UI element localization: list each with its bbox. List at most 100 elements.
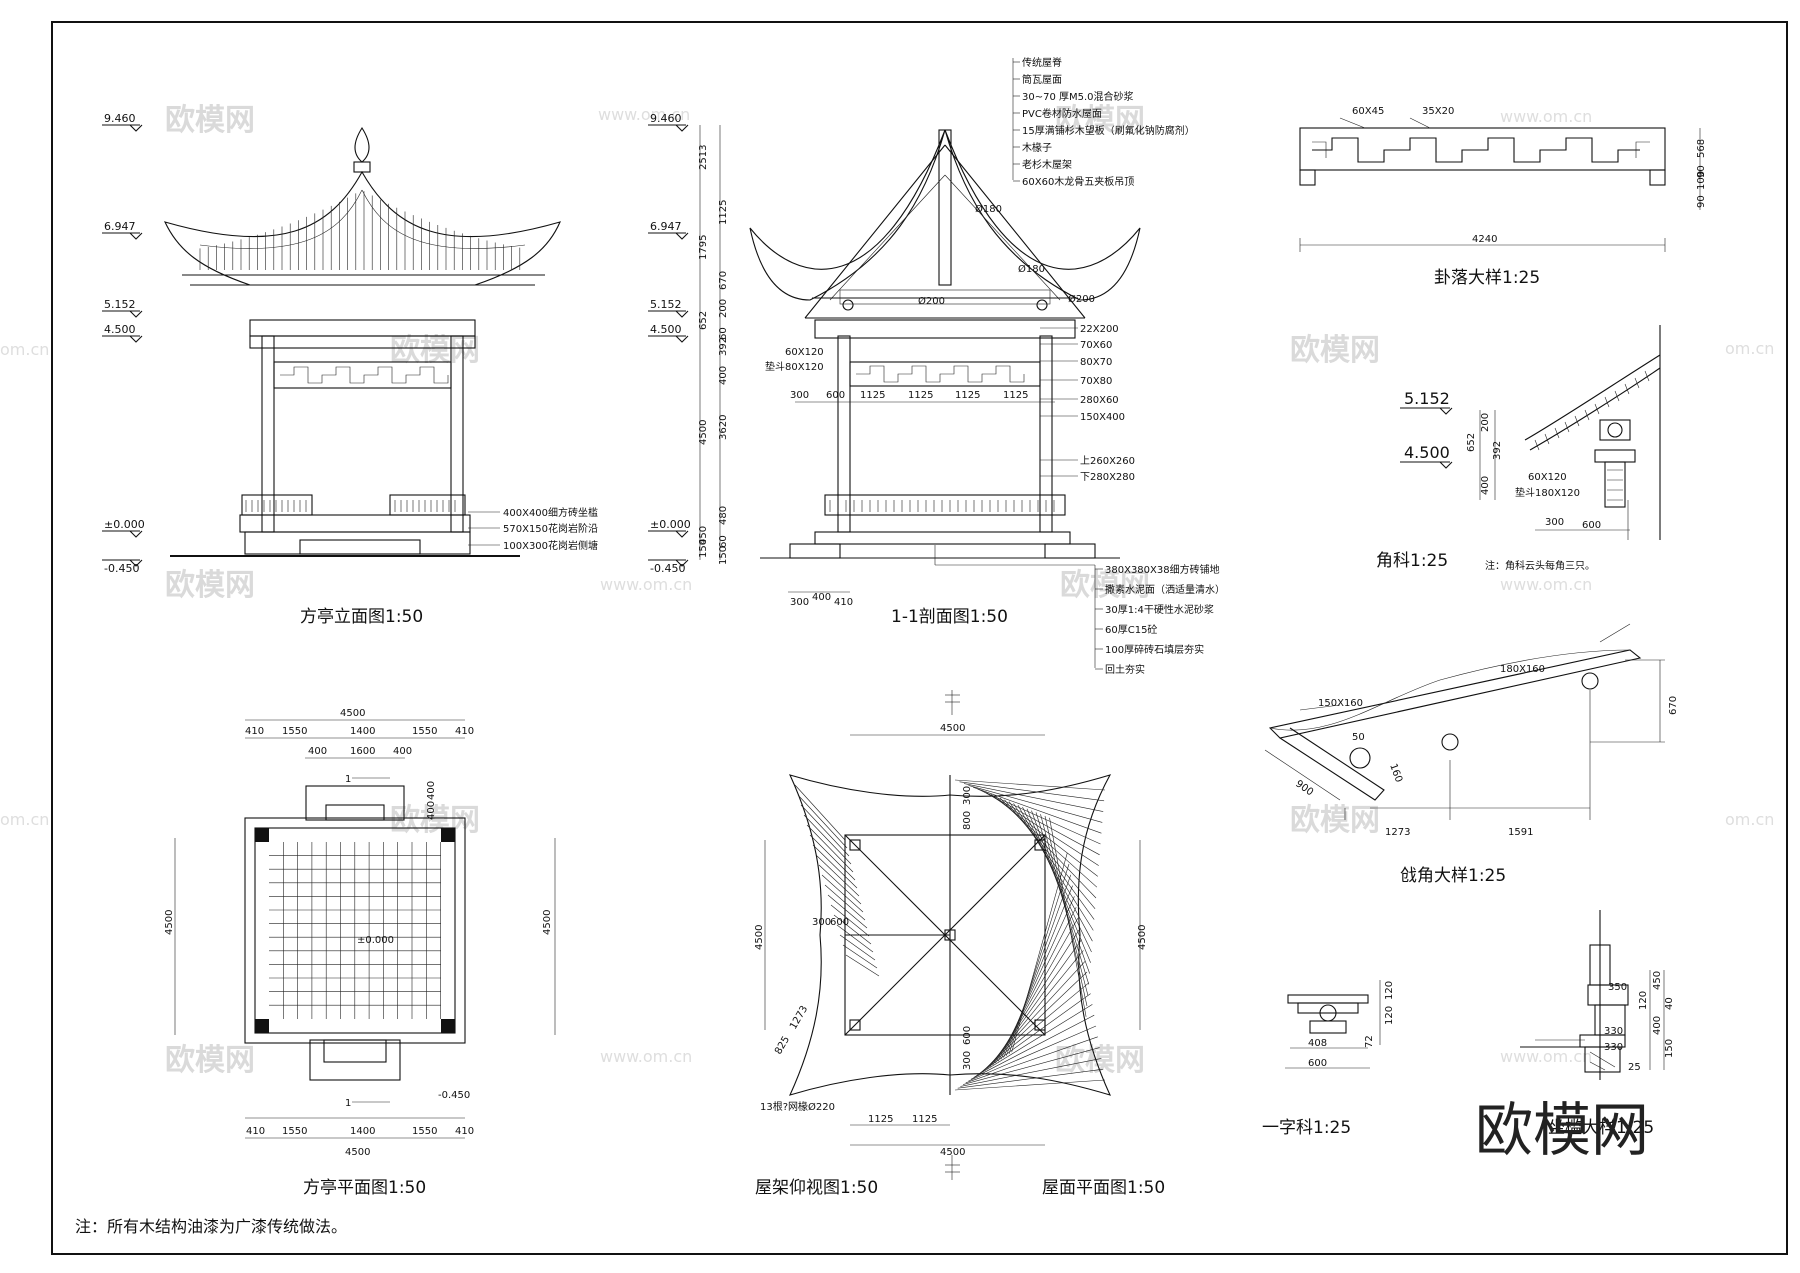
frame-dim: 1273 xyxy=(788,1004,810,1032)
sec-dim-h: 1125 xyxy=(1003,390,1028,401)
watermark-url: www.om.cn xyxy=(1500,575,1592,594)
qiangjiao-dim: 50 xyxy=(1352,732,1365,743)
caption-section: 1-1剖面图1:50 xyxy=(891,607,1008,627)
floor-layer-note: 撒素水泥面（洒适量清水） xyxy=(1105,583,1225,596)
floor-layer-note: 60厚C15砼 xyxy=(1105,623,1157,636)
level-minus-450: -0.450 xyxy=(104,562,139,575)
level-4500: 4.500 xyxy=(104,323,136,336)
pavilion-section: 9.460 6.947 5.152 4.500 ±0.000 -0.450 25… xyxy=(648,56,1225,676)
section-dim-v: 392 xyxy=(718,337,729,356)
plan-level-outer: -0.450 xyxy=(438,1090,470,1101)
frame-dim: 300 xyxy=(812,917,831,928)
watermark-url: www.om.cn xyxy=(600,1047,692,1066)
level-9460: 9.460 xyxy=(650,112,682,125)
level-0: ±0.000 xyxy=(650,518,691,531)
member-label: 70X60 xyxy=(1080,340,1112,351)
gualuo-dim: 90 xyxy=(1696,165,1707,178)
member-label: 垫斗80X120 xyxy=(765,360,824,373)
member-label: 22X200 xyxy=(1080,324,1119,335)
level-9460: 9.460 xyxy=(104,112,136,125)
watermark-url: www.om.cn xyxy=(600,575,692,594)
jiaoke-dim: 652 xyxy=(1466,433,1477,452)
yizike-dim: 120 xyxy=(1384,1006,1395,1025)
zuojian-dim: 40 xyxy=(1664,997,1675,1010)
plan-dim: 1550 xyxy=(282,726,307,737)
zuojian-dim: 25 xyxy=(1628,1062,1641,1073)
plan-dim: 4500 xyxy=(340,708,365,719)
frame-dim: 1125 xyxy=(912,1114,937,1125)
zuojian-dim: 450 xyxy=(1652,971,1663,990)
caption-plan: 方亭平面图1:50 xyxy=(303,1178,426,1198)
yizike-dim: 72 xyxy=(1364,1035,1375,1048)
gualuo-dim: 90 xyxy=(1696,195,1707,208)
section-dim-v: 670 xyxy=(718,271,729,290)
gualuo-dim: 100 xyxy=(1696,171,1707,190)
note-seat: 400X400细方砖坐槛 xyxy=(503,506,598,519)
plan-dim: 410 xyxy=(455,1126,474,1137)
level-6947: 6.947 xyxy=(650,220,682,233)
plan-dim: 4500 xyxy=(164,910,175,935)
caption-jiaoke: 角科1:25 xyxy=(1376,551,1448,571)
floor-layer-note: 回土夯实 xyxy=(1105,663,1145,676)
plan-dim: 4500 xyxy=(345,1147,370,1158)
watermark-url: www.om.cn xyxy=(1500,107,1592,126)
section-dim-v: 150 xyxy=(698,539,709,558)
qiangjiao-dim: 1591 xyxy=(1508,827,1533,838)
qiangjiao-dim: 180X160 xyxy=(1500,664,1545,675)
member-label: 70X80 xyxy=(1080,376,1112,387)
member-label: 上260X260 xyxy=(1080,455,1135,467)
watermark-text: 欧模网 xyxy=(1060,568,1150,603)
zuojian-dim: 330 xyxy=(1604,1026,1623,1037)
frame-dim: 300 xyxy=(962,1051,973,1070)
plan-dim: 410 xyxy=(246,1126,265,1137)
roof-layer-note: 60X60木龙骨五夹板吊顶 xyxy=(1022,175,1134,188)
round-member: Ø180 xyxy=(975,203,1002,215)
roof-layer-note: 木椽子 xyxy=(1022,141,1052,154)
watermark-url: www.om.cn xyxy=(598,105,690,124)
roof-layer-note: 老杉木屋架 xyxy=(1022,158,1072,171)
sec-foot-dim: 410 xyxy=(834,597,853,608)
section-mark: 1 xyxy=(345,1098,351,1109)
watermark-text: 欧模网 xyxy=(165,103,255,138)
plan-dim: 1550 xyxy=(412,1126,437,1137)
jiaoke-dim: 600 xyxy=(1582,520,1601,531)
plan-dim: 1400 xyxy=(350,1126,375,1137)
plan-dim: 400 xyxy=(426,781,437,800)
level-6947: 6.947 xyxy=(104,220,136,233)
sec-foot-dim: 300 xyxy=(790,597,809,608)
jiaoke-dim: 392 xyxy=(1492,441,1503,460)
roof-outline xyxy=(163,170,561,286)
plan-dim: 400 xyxy=(426,801,437,820)
zuojian-dim: 150 xyxy=(1664,1039,1675,1058)
gualuo-dim: 4240 xyxy=(1472,234,1497,245)
round-member: Ø200 xyxy=(918,295,945,307)
watermarks: 欧模网 www.om.cn 欧模网 www.om.cn om.cn 欧模网 欧模… xyxy=(0,103,1774,1078)
sec-foot-dim: 400 xyxy=(812,592,831,603)
plan-dim: 400 xyxy=(308,746,327,757)
sec-dim-h: 1125 xyxy=(955,390,980,401)
level-4500: 4.500 xyxy=(650,323,682,336)
member-label: 280X60 xyxy=(1080,395,1119,406)
qiangjiao-detail: 180X160 150X160 670 900 1273 1591 50 160… xyxy=(1264,623,1679,886)
member-label: 下280X280 xyxy=(1080,472,1135,483)
frame-dim: 800 xyxy=(962,811,973,830)
floor-layer-note: 30厚1:4干硬性水泥砂浆 xyxy=(1105,603,1214,616)
caption-gualuo: 卦落大样1:25 xyxy=(1434,268,1540,288)
level-5152: 5.152 xyxy=(650,298,682,311)
pavilion-elevation: 9.460 6.947 5.152 4.500 ±0.000 -0.450 xyxy=(102,112,598,627)
jiaoke-detail: 5.152 4.500 200 652 392 400 60X120 垫斗180… xyxy=(1376,325,1661,572)
level-minus-450: -0.450 xyxy=(650,562,685,575)
section-mark: 1 xyxy=(345,774,351,785)
plan-dim: 1400 xyxy=(350,726,375,737)
pavilion-plan: 4500 410 1550 1400 1550 410 400 1600 400… xyxy=(164,708,556,1198)
sheet-border xyxy=(51,21,1788,1255)
section-dim-v: 200 xyxy=(718,299,729,318)
level-5152: 5.152 xyxy=(1404,389,1450,408)
level-4500: 4.500 xyxy=(1404,443,1450,462)
plan-dim: 410 xyxy=(455,726,474,737)
roof-layer-note: 30~70 厚M5.0混合砂浆 xyxy=(1022,90,1134,103)
qiangjiao-dim: 1273 xyxy=(1385,827,1410,838)
yizike-detail: 120 120 72 408 600 一字科1:25 xyxy=(1262,980,1395,1138)
frame-dim: 4500 xyxy=(754,925,765,950)
